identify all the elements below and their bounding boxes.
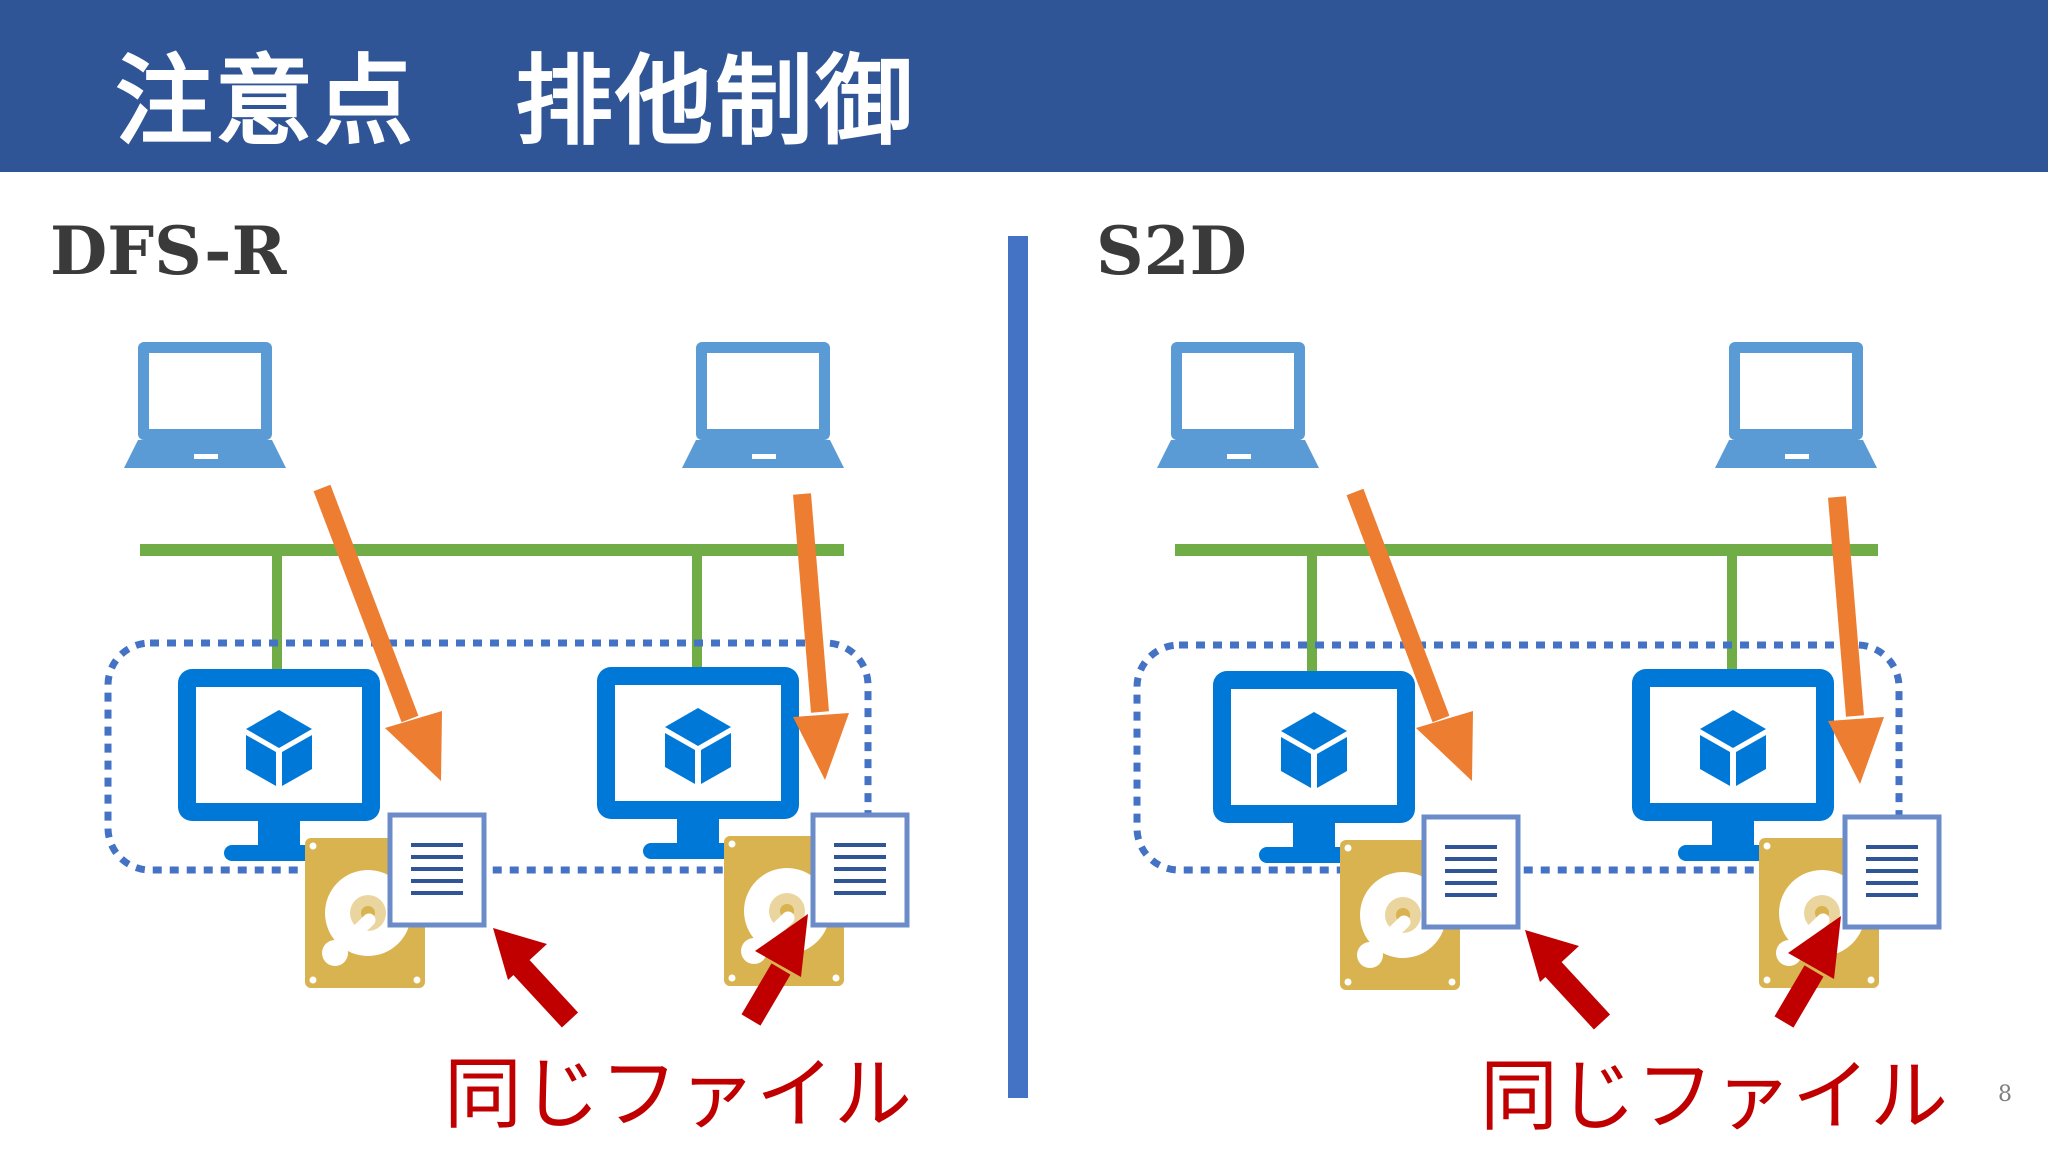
title-bar: 注意点 排他制御 <box>0 0 2048 172</box>
laptop-icon <box>1715 342 1877 468</box>
laptop-icon <box>682 342 844 468</box>
pointer-arrow <box>1525 930 1579 982</box>
server-icon <box>597 667 799 859</box>
document-icon <box>1845 817 1939 927</box>
request-arrow <box>1828 717 1884 784</box>
page-number: 8 <box>1998 1082 2012 1107</box>
dfsr-diagram <box>104 342 907 1028</box>
panel-divider <box>1008 236 1028 1098</box>
document-icon <box>1424 817 1518 927</box>
server-icon <box>1213 671 1415 863</box>
laptop-icon <box>124 342 286 468</box>
laptop-icon <box>1157 342 1319 468</box>
request-arrow <box>1416 711 1473 781</box>
server-icon <box>1632 669 1834 861</box>
same-file-label-dfsr: 同じファイル <box>444 1050 913 1140</box>
server-icon <box>178 669 380 861</box>
same-file-label-s2d: 同じファイル <box>1480 1052 1949 1142</box>
s2d-diagram <box>1133 342 1939 1030</box>
pointer-arrow <box>755 914 808 977</box>
request-arrow <box>793 713 849 780</box>
panel-label-dfsr: DFS-R <box>50 212 287 290</box>
panel-label-s2d: S2D <box>1096 212 1247 290</box>
pointer-arrow <box>1788 916 1841 979</box>
document-icon <box>390 815 484 925</box>
pointer-arrow <box>493 928 547 980</box>
request-arrow <box>385 711 442 781</box>
document-icon <box>813 815 907 925</box>
slide-title: 注意点 排他制御 <box>115 45 916 159</box>
